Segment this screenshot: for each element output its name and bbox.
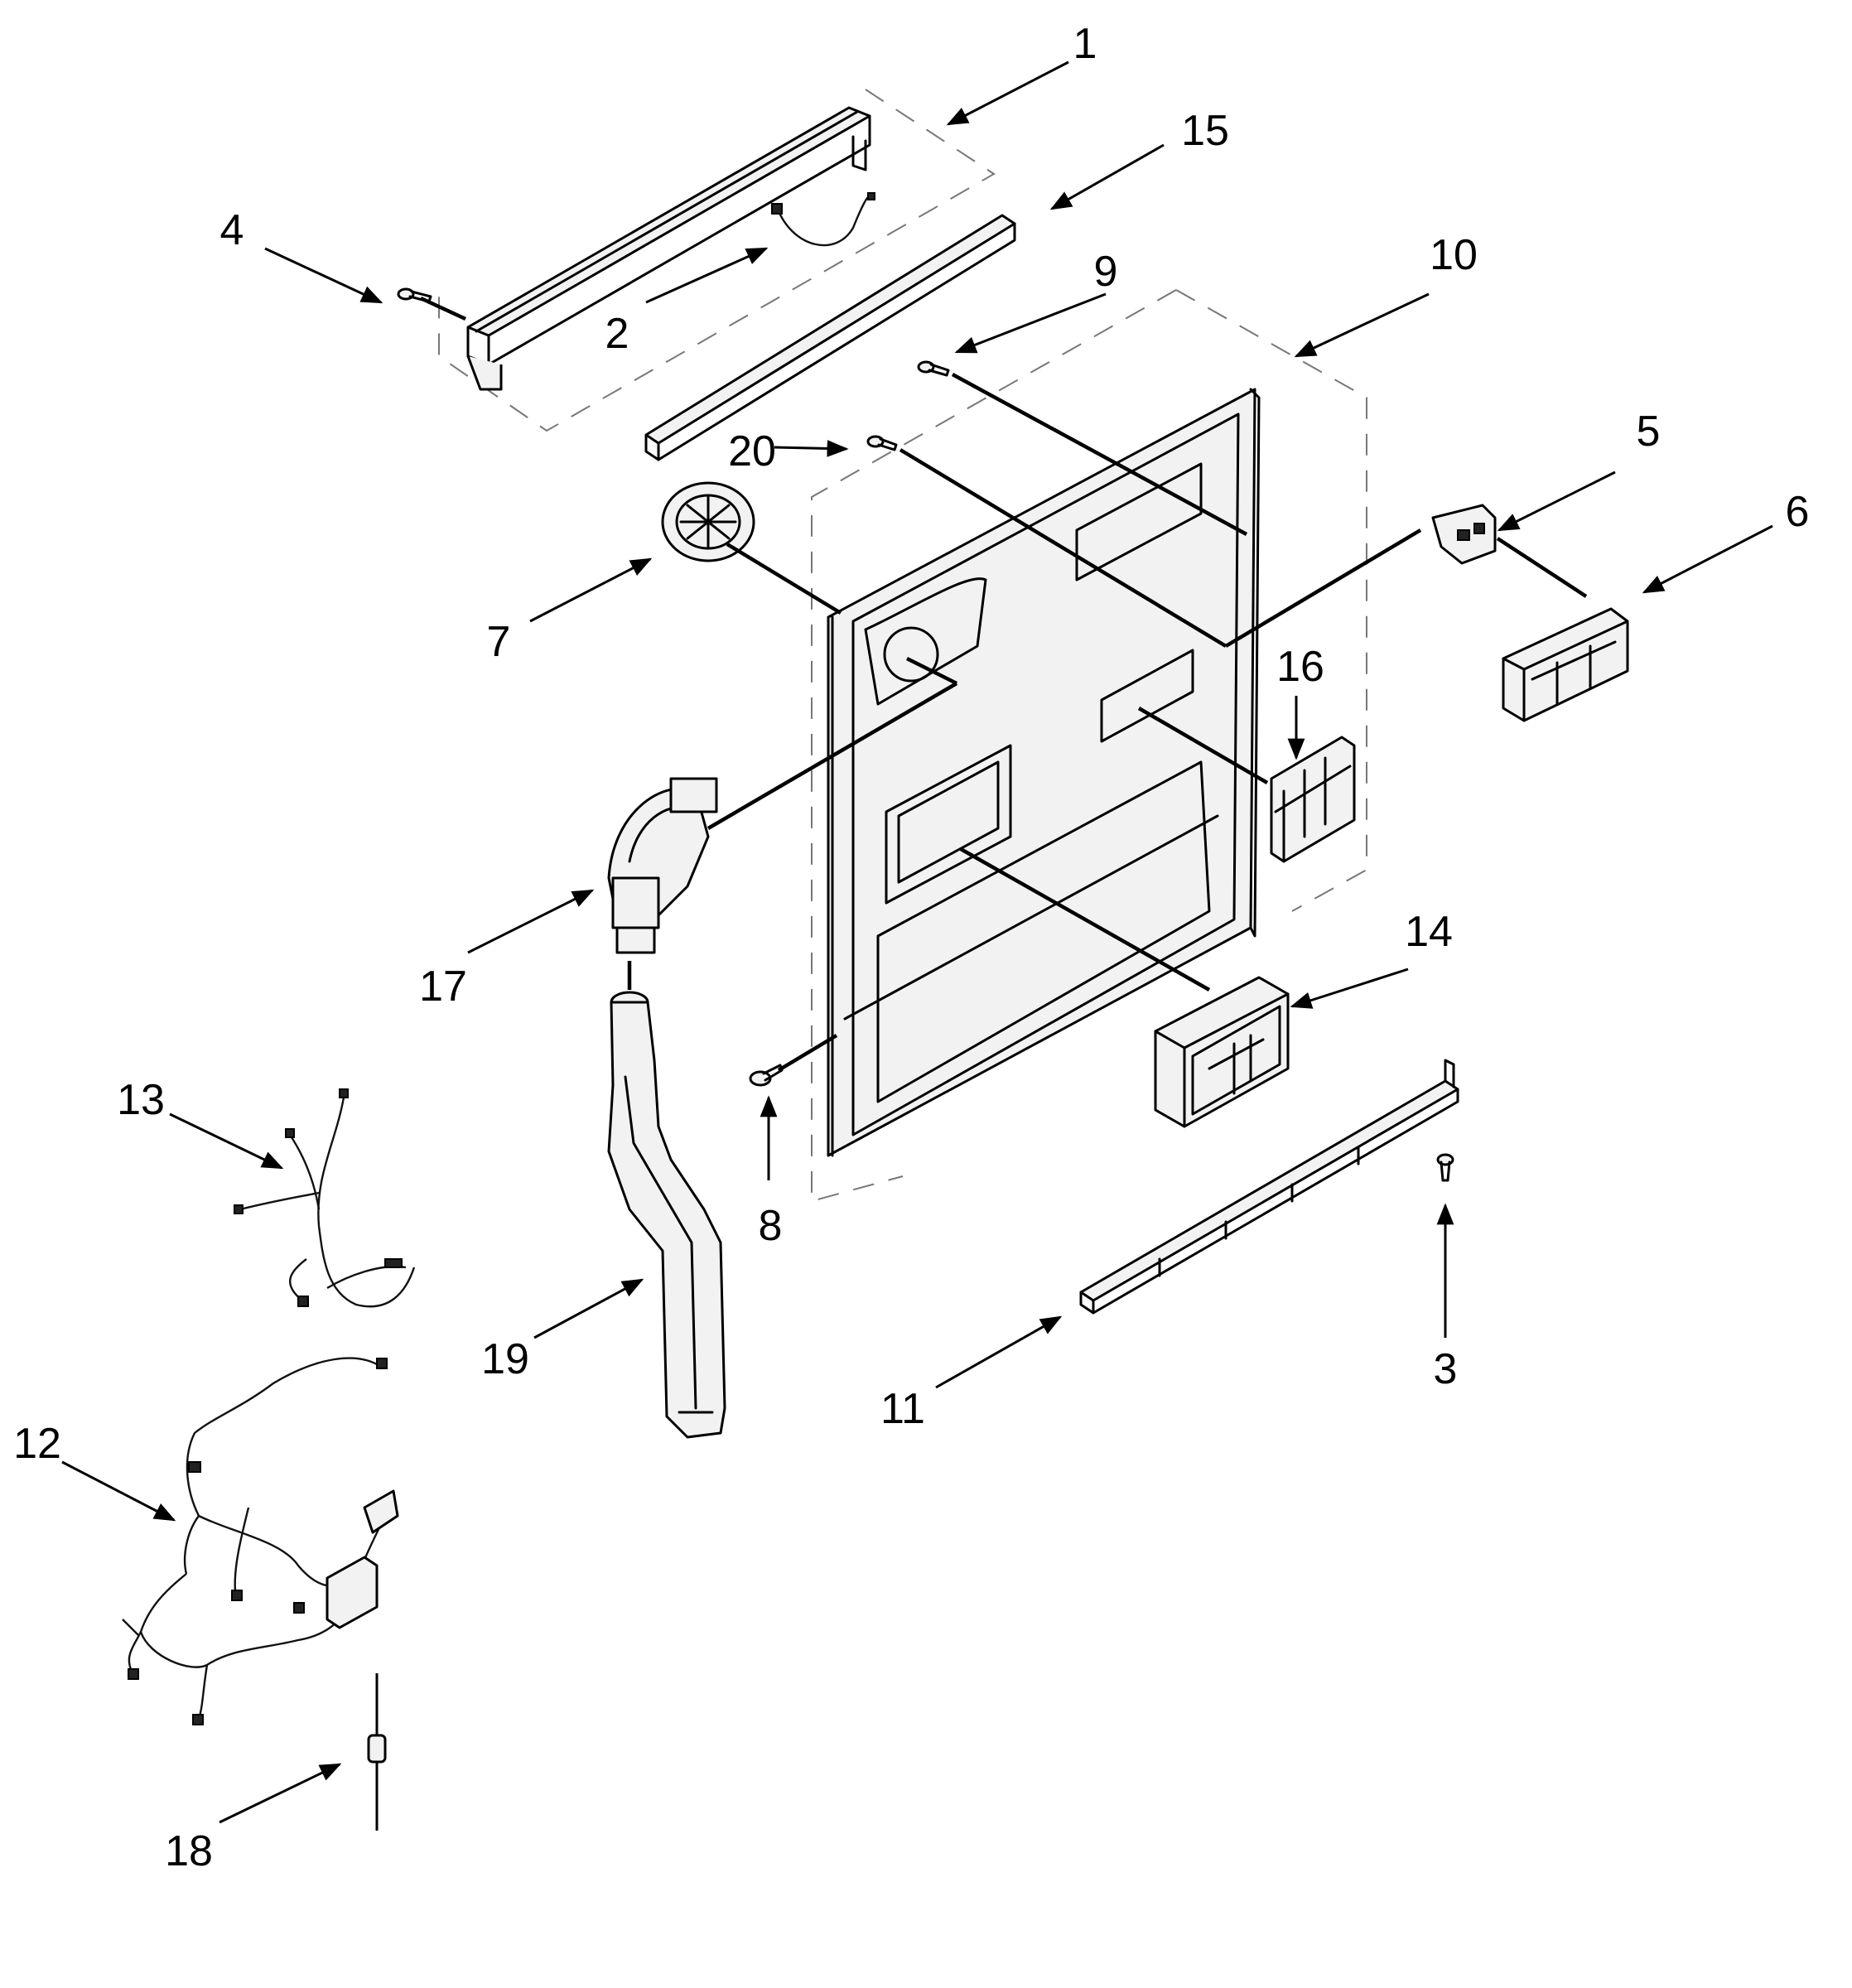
part-12-main-harness — [122, 1357, 399, 1725]
part-9-screw — [917, 360, 950, 377]
part-16-bracket — [1270, 736, 1356, 863]
callout-4: 4 — [220, 206, 244, 254]
part-14-control-module — [1154, 976, 1290, 1128]
part-2-wire-connector — [771, 192, 875, 247]
part-18-inline-fuse — [367, 1673, 387, 1831]
callout-labels: 1 15 4 10 9 2 20 5 6 7 16 14 17 13 8 19 … — [13, 20, 1809, 1875]
callout-19: 19 — [481, 1335, 529, 1383]
part-17-vent-assembly — [607, 777, 718, 954]
part-11-bottom-trim — [1079, 1059, 1459, 1315]
assembly-envelope-top — [438, 89, 996, 432]
callout-2: 2 — [605, 310, 629, 358]
callout-9: 9 — [1094, 248, 1118, 296]
leader-lines — [420, 296, 1588, 1072]
part-20-screw — [866, 435, 898, 451]
part-13-wire-harness — [234, 1088, 416, 1308]
part-10-inner-door-panel — [827, 388, 1261, 1157]
callout-10: 10 — [1430, 231, 1478, 279]
part-7-vent-cap — [661, 481, 755, 562]
callout-8: 8 — [759, 1202, 783, 1250]
part-19-vent-duct — [607, 991, 726, 1439]
callout-15: 15 — [1181, 107, 1229, 155]
callout-20: 20 — [728, 427, 776, 475]
callout-13: 13 — [117, 1076, 165, 1124]
callout-14: 14 — [1405, 908, 1453, 956]
callout-3: 3 — [1434, 1345, 1458, 1393]
callout-16: 16 — [1276, 643, 1324, 691]
callout-6: 6 — [1786, 488, 1810, 536]
callout-18: 18 — [165, 1827, 213, 1875]
part-1-top-trim — [466, 106, 871, 391]
part-15-gasket-strip — [644, 214, 1016, 461]
part-8-screw — [749, 1064, 784, 1087]
callout-11: 11 — [880, 1385, 925, 1433]
callout-1: 1 — [1073, 20, 1097, 68]
part-6-ui-console — [1502, 607, 1629, 722]
part-5-door-latch — [1431, 504, 1497, 565]
callout-7: 7 — [487, 618, 511, 666]
part-4-screw — [397, 287, 432, 303]
assembly-envelope-door — [811, 289, 1367, 1203]
callout-5: 5 — [1637, 408, 1661, 456]
callout-arrows — [61, 60, 1773, 1824]
callout-12: 12 — [13, 1420, 61, 1468]
part-3-screw — [1436, 1153, 1454, 1182]
callout-17: 17 — [419, 963, 467, 1011]
